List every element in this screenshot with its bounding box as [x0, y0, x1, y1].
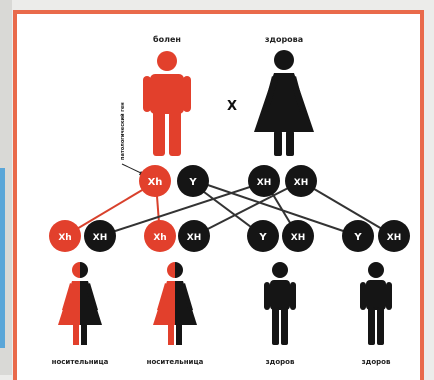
- healthy-son-2-icon: [360, 262, 392, 345]
- allele-label: Xh: [58, 233, 71, 243]
- line-xH2-to-child4: [303, 182, 395, 237]
- allele-label: XH: [187, 233, 201, 243]
- line-xH2-to-child2: [193, 182, 299, 237]
- allele-label: XH: [93, 233, 107, 243]
- allele-label: Xh: [153, 233, 166, 243]
- mother-gamete-xH-1: XH: [248, 165, 280, 197]
- healthy-son-1-icon: [264, 262, 296, 345]
- offspring-1-label: носительница: [52, 358, 109, 366]
- child2-genotype: Xh XH: [144, 220, 210, 252]
- child4-genotype: Y XH: [342, 220, 410, 252]
- father-figure-icon: [143, 51, 191, 156]
- mother-figure-icon: [254, 50, 314, 156]
- gamete-label: XH: [294, 178, 308, 188]
- carrier-daughter-1-icon: [58, 262, 102, 345]
- child3-genotype: Y XH: [247, 220, 314, 252]
- child1-genotype: Xh XH: [49, 220, 116, 252]
- allele-label: Y: [353, 232, 362, 243]
- mother-gamete-xH-2: XH: [285, 165, 317, 197]
- blue-accent-bar: [0, 168, 5, 348]
- line-xH1-to-child1: [99, 182, 263, 237]
- cross-symbol: X: [227, 99, 237, 114]
- gamete-label: Xh: [148, 177, 163, 188]
- gamete-label: XH: [257, 178, 271, 188]
- father-label: болен: [153, 34, 181, 44]
- offspring-3-label: здоров: [266, 358, 295, 366]
- offspring-4-label: здоров: [362, 358, 391, 366]
- left-margin-strip: [0, 0, 12, 375]
- offspring-2-label: носительница: [147, 358, 204, 366]
- diagram-frame: [13, 10, 424, 380]
- pathologic-gene-pointer-label: патологический ген: [119, 102, 126, 160]
- gamete-label: Y: [188, 177, 197, 188]
- allele-label: XH: [387, 233, 401, 243]
- line-xh-to-child1: [64, 182, 155, 237]
- line-y-to-child4: [195, 180, 359, 237]
- father-gamete-y: Y: [177, 165, 209, 197]
- allele-label: XH: [291, 233, 305, 243]
- pointer-arrow-line: [121, 163, 144, 175]
- mother-label: здорова: [265, 35, 303, 44]
- carrier-daughter-2-icon: [153, 262, 197, 345]
- father-gamete-xh: Xh: [139, 165, 171, 197]
- allele-label: Y: [258, 232, 267, 243]
